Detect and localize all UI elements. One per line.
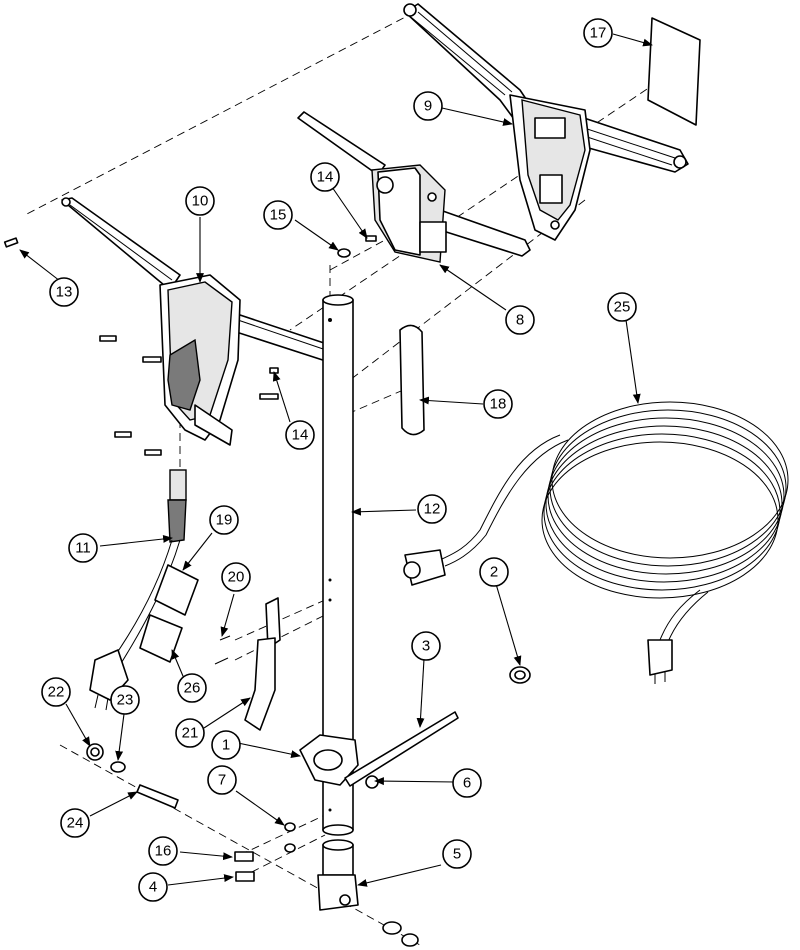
callout-19: 19 xyxy=(209,505,239,535)
callout-7: 7 xyxy=(207,765,237,795)
callout-label: 3 xyxy=(422,638,430,655)
callout-label: 10 xyxy=(192,193,209,210)
extension-cord xyxy=(403,401,789,684)
callout-14-lower: 14 xyxy=(285,420,315,450)
callout-5: 5 xyxy=(442,839,472,869)
callout-label: 4 xyxy=(149,879,157,896)
rod xyxy=(344,711,459,787)
rear-handle-assembly xyxy=(403,3,689,241)
bottom-fitting xyxy=(317,839,359,911)
callout-label: 15 xyxy=(270,207,287,224)
callout-label: 11 xyxy=(75,540,91,557)
callout-label: 20 xyxy=(228,569,245,586)
callout-label: 8 xyxy=(516,312,524,329)
callout-10: 10 xyxy=(185,186,215,216)
callout-label: 18 xyxy=(490,396,507,413)
fittings-left xyxy=(86,743,179,809)
bracket xyxy=(244,597,281,731)
callout-label: 14 xyxy=(292,427,309,444)
callout-label: 21 xyxy=(182,725,199,742)
callout-label: 16 xyxy=(155,843,172,860)
callout-20: 20 xyxy=(221,562,251,592)
callout-label: 17 xyxy=(590,25,607,42)
callout-label: 5 xyxy=(453,846,461,863)
tube-clamp xyxy=(299,734,359,786)
handle-label xyxy=(647,17,701,126)
callout-3: 3 xyxy=(411,631,441,661)
callout-6: 6 xyxy=(452,768,482,798)
callout-label: 1 xyxy=(222,737,230,754)
tube-sleeve xyxy=(399,324,425,436)
switch-bracket xyxy=(297,111,531,263)
callout-1: 1 xyxy=(211,730,241,760)
callout-21: 21 xyxy=(175,718,205,748)
callout-17: 17 xyxy=(583,18,613,48)
callout-9: 9 xyxy=(413,91,443,121)
callout-label: 2 xyxy=(490,564,498,581)
callout-2: 2 xyxy=(479,557,509,587)
callout-label: 22 xyxy=(48,684,65,701)
callout-14-upper: 14 xyxy=(310,162,340,192)
callout-16: 16 xyxy=(148,836,178,866)
bracket-screws xyxy=(214,635,231,665)
callout-25: 25 xyxy=(607,292,637,322)
callout-label: 12 xyxy=(424,501,441,518)
assembly-guide-lines xyxy=(24,11,691,946)
callout-label: 26 xyxy=(184,680,201,697)
callout-11: 11 xyxy=(68,533,98,563)
callout-4: 4 xyxy=(138,872,168,902)
callout-26: 26 xyxy=(177,673,207,703)
callout-label: 14 xyxy=(317,169,334,186)
front-handle-assembly xyxy=(61,197,343,446)
callout-label: 19 xyxy=(216,512,233,529)
callout-18: 18 xyxy=(483,389,513,419)
callout-label: 24 xyxy=(67,815,84,832)
screws xyxy=(3,235,377,456)
callout-12: 12 xyxy=(417,494,447,524)
leader-lines xyxy=(19,33,653,887)
callout-22: 22 xyxy=(41,677,71,707)
callout-label: 23 xyxy=(117,692,134,709)
callout-15: 15 xyxy=(263,200,293,230)
callout-13: 13 xyxy=(49,277,79,307)
callout-8: 8 xyxy=(505,305,535,335)
callout-23: 23 xyxy=(110,685,140,715)
callout-label: 13 xyxy=(56,284,73,301)
nut xyxy=(365,775,379,789)
callout-24: 24 xyxy=(60,808,90,838)
fasteners-lower xyxy=(234,822,419,947)
callout-label: 9 xyxy=(424,98,432,115)
callout-label: 7 xyxy=(218,772,226,789)
callout-label: 6 xyxy=(463,775,471,792)
bushing xyxy=(509,666,531,684)
callout-label: 25 xyxy=(614,299,631,316)
